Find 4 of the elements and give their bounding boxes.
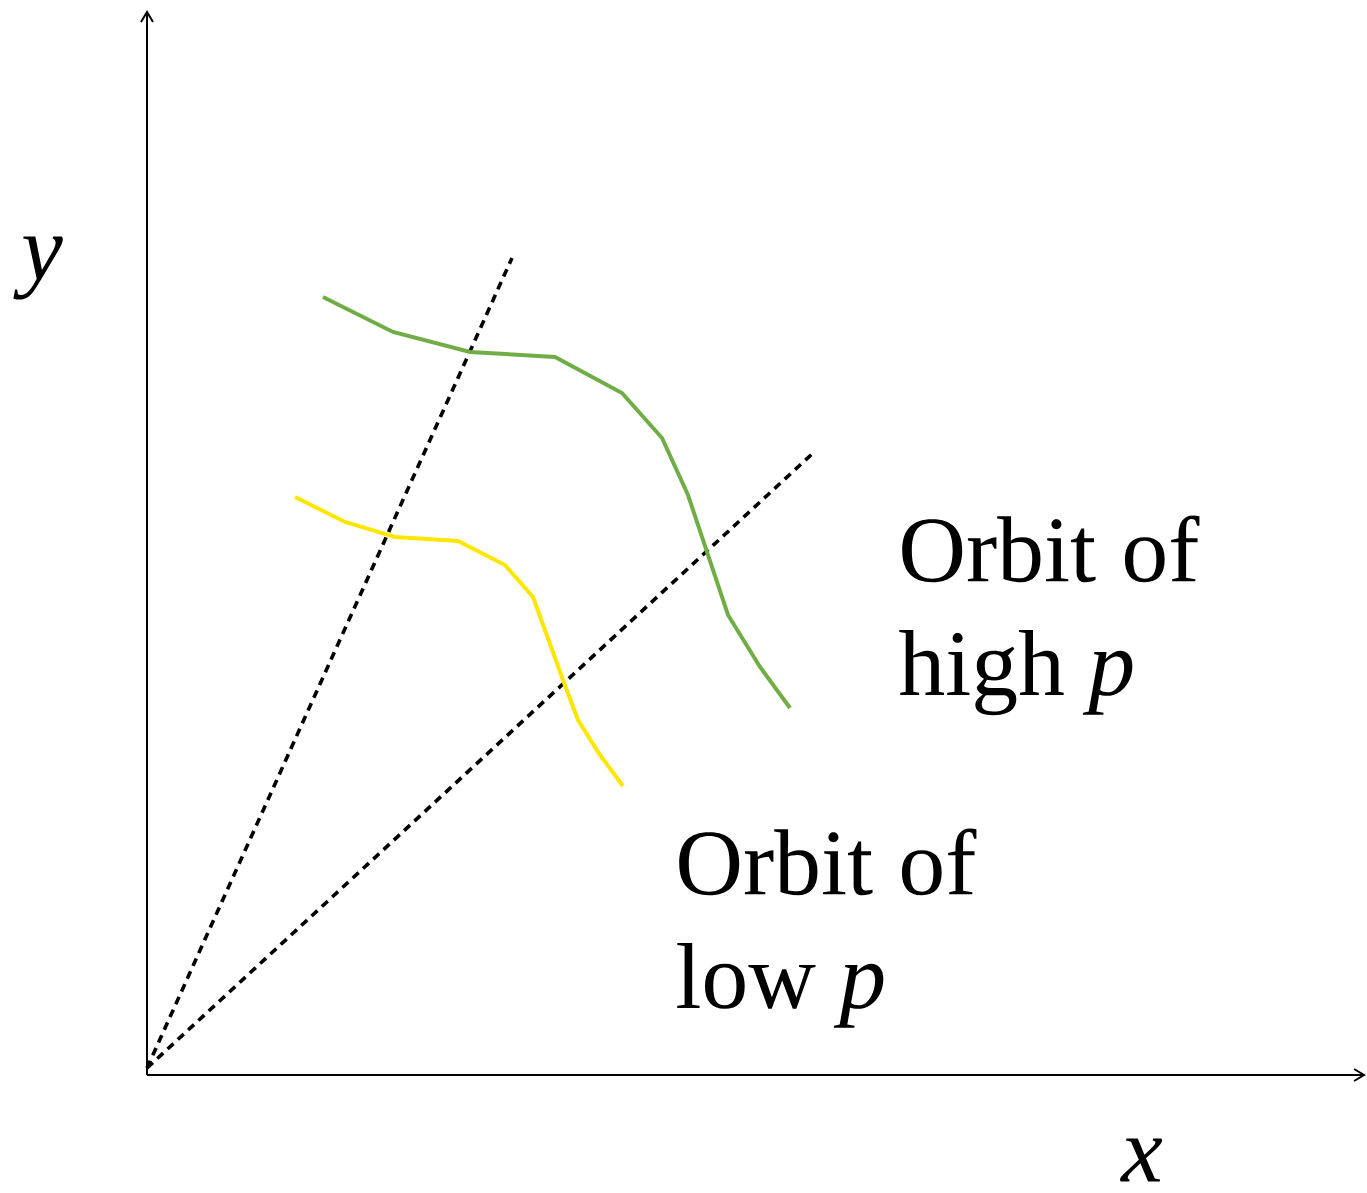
- curve-label: Orbit of low p: [677, 828, 977, 1028]
- curve-label: Orbit of high p: [899, 515, 1200, 716]
- axis-label: x: [1120, 1138, 1163, 1182]
- axis-label: y: [13, 236, 63, 300]
